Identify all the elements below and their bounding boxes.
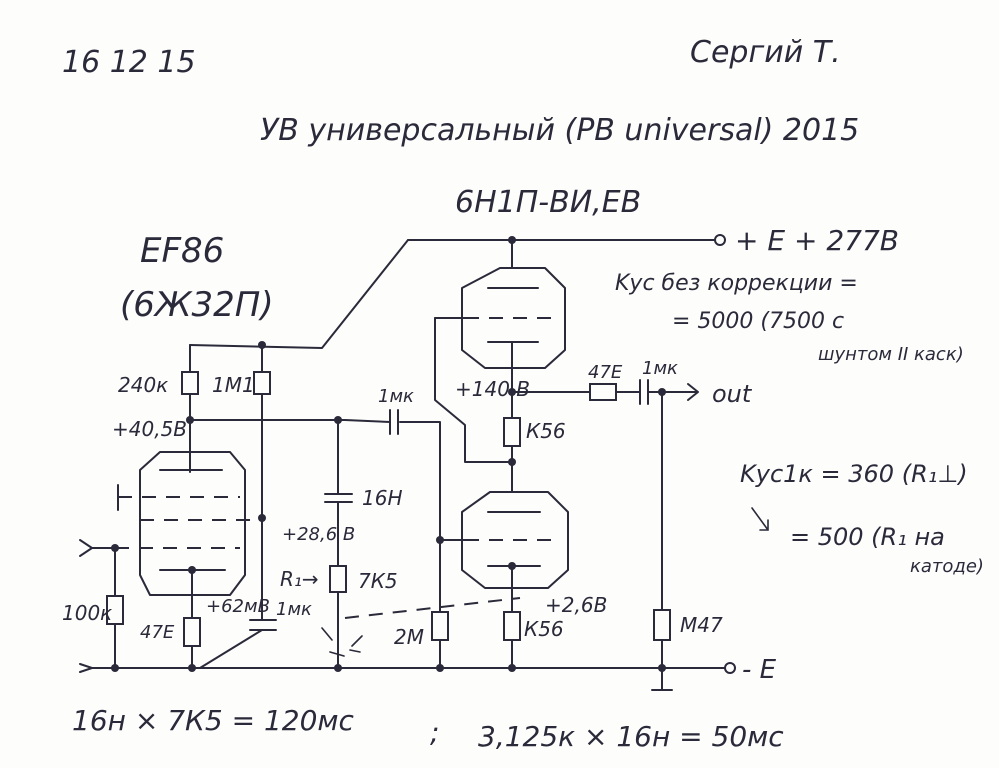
arrow-mark bbox=[751, 507, 769, 531]
label-k56-lower: К56 bbox=[524, 617, 564, 641]
label-47e-cathode: 47Е bbox=[140, 622, 175, 643]
label-2m: 2М bbox=[394, 625, 424, 649]
label-1mk-screen: 1мк bbox=[276, 599, 312, 620]
resistor-240k bbox=[181, 371, 199, 395]
junction-dot bbox=[111, 664, 119, 672]
junction-dot bbox=[188, 566, 196, 574]
junction-dot bbox=[508, 664, 516, 672]
time-constant-note-2: 3,125к × 16н = 50мс bbox=[478, 720, 784, 753]
gain-note-line1: Kус без коррекции = bbox=[615, 271, 858, 296]
junction-dot bbox=[188, 664, 196, 672]
capacitor-16h bbox=[324, 493, 353, 503]
time-constant-note-1: 16н × 7К5 = 120мс bbox=[72, 704, 355, 737]
capacitor-1mk-screen bbox=[249, 619, 277, 631]
screen-cap-ground-wire bbox=[199, 629, 263, 669]
gain1k-note-line3: катоде) bbox=[910, 556, 984, 577]
label-1m1: 1М1 bbox=[212, 373, 255, 397]
voltage-ef86-anode: +40,5В bbox=[112, 417, 187, 441]
gain-note-line2: = 5000 (7500 с bbox=[672, 309, 844, 334]
label-47e-output: 47Е bbox=[588, 362, 623, 383]
resistor-47e-cathode bbox=[183, 617, 201, 647]
break-mark bbox=[321, 627, 363, 657]
output-tube-label: 6Н1П-ВИ,ЕВ bbox=[455, 185, 641, 220]
voltage-r1-node: +28,6 В bbox=[282, 524, 355, 545]
label-240k: 240к bbox=[118, 373, 168, 397]
output-label: out bbox=[712, 380, 753, 408]
voltage-ef86-cathode: +62мВ bbox=[206, 596, 270, 617]
gain1k-note-line1: Kус1к = 360 (R₁⊥) bbox=[740, 460, 968, 488]
junction-dot bbox=[334, 664, 342, 672]
label-m47: М47 bbox=[680, 613, 723, 637]
voltage-upper-cathode: +140 В bbox=[455, 377, 530, 401]
supply-branch-wire bbox=[189, 239, 409, 349]
output-arrow bbox=[647, 383, 699, 401]
resistor-k56-lower bbox=[503, 611, 521, 641]
label-100k: 100к bbox=[62, 601, 112, 625]
junction-dot bbox=[658, 664, 666, 672]
capacitor-1mk-output bbox=[639, 379, 649, 405]
resistor-1m1 bbox=[253, 371, 271, 395]
junction-dot bbox=[508, 562, 516, 570]
voltage-lower-cathode: +2,6В bbox=[545, 593, 607, 617]
junction-dot bbox=[436, 664, 444, 672]
resistor-k56-upper bbox=[503, 417, 521, 447]
upper-grid-feedback-wire bbox=[434, 317, 513, 463]
coupling-wire bbox=[399, 421, 441, 613]
input-tube-label-line1: EF86 bbox=[140, 231, 224, 271]
label-k56-upper: К56 bbox=[526, 419, 566, 443]
label-r1-value: 7К5 bbox=[358, 569, 398, 593]
label-1mk-output: 1мк bbox=[642, 358, 678, 379]
resistor-47e-output bbox=[589, 383, 617, 401]
signature-text: Сергий Т. bbox=[690, 35, 841, 70]
upper-triode-envelope bbox=[461, 267, 566, 369]
junction-dot bbox=[508, 458, 516, 466]
ground-rail-label: - Е bbox=[742, 655, 777, 685]
gain-note-line3: шунтом II каск) bbox=[818, 344, 964, 365]
resistor-2m bbox=[431, 611, 449, 641]
lower-triode-envelope bbox=[461, 491, 569, 589]
positive-rail-label: + Е + 277В bbox=[735, 224, 899, 257]
resistor-m47 bbox=[653, 609, 671, 641]
positive-terminal bbox=[714, 234, 726, 246]
label-r1: R₁→ bbox=[280, 567, 319, 591]
input-tube-label-line2: (6Ж32П) bbox=[120, 285, 274, 325]
input-terminal bbox=[79, 539, 116, 557]
ground-rail-wire bbox=[79, 667, 726, 673]
ground-terminal bbox=[724, 662, 736, 674]
separator-mark: ; bbox=[430, 716, 439, 749]
ground-input-terminal bbox=[79, 663, 93, 669]
gain1k-note-line2: = 500 (R₁ на bbox=[790, 523, 945, 551]
capacitor-1mk-coupling bbox=[389, 409, 399, 435]
label-1mk-coupling: 1мк bbox=[378, 386, 414, 407]
label-16h: 16Н bbox=[362, 486, 403, 510]
optional-r1-link bbox=[344, 597, 521, 619]
resistor-r1-7k5 bbox=[329, 565, 347, 593]
ef86-anode-output-wire bbox=[189, 419, 391, 423]
title-text: УВ универсальный (PB universal) 2015 bbox=[260, 113, 859, 148]
date-text: 16 12 15 bbox=[62, 45, 196, 80]
ef86-envelope bbox=[139, 451, 246, 596]
